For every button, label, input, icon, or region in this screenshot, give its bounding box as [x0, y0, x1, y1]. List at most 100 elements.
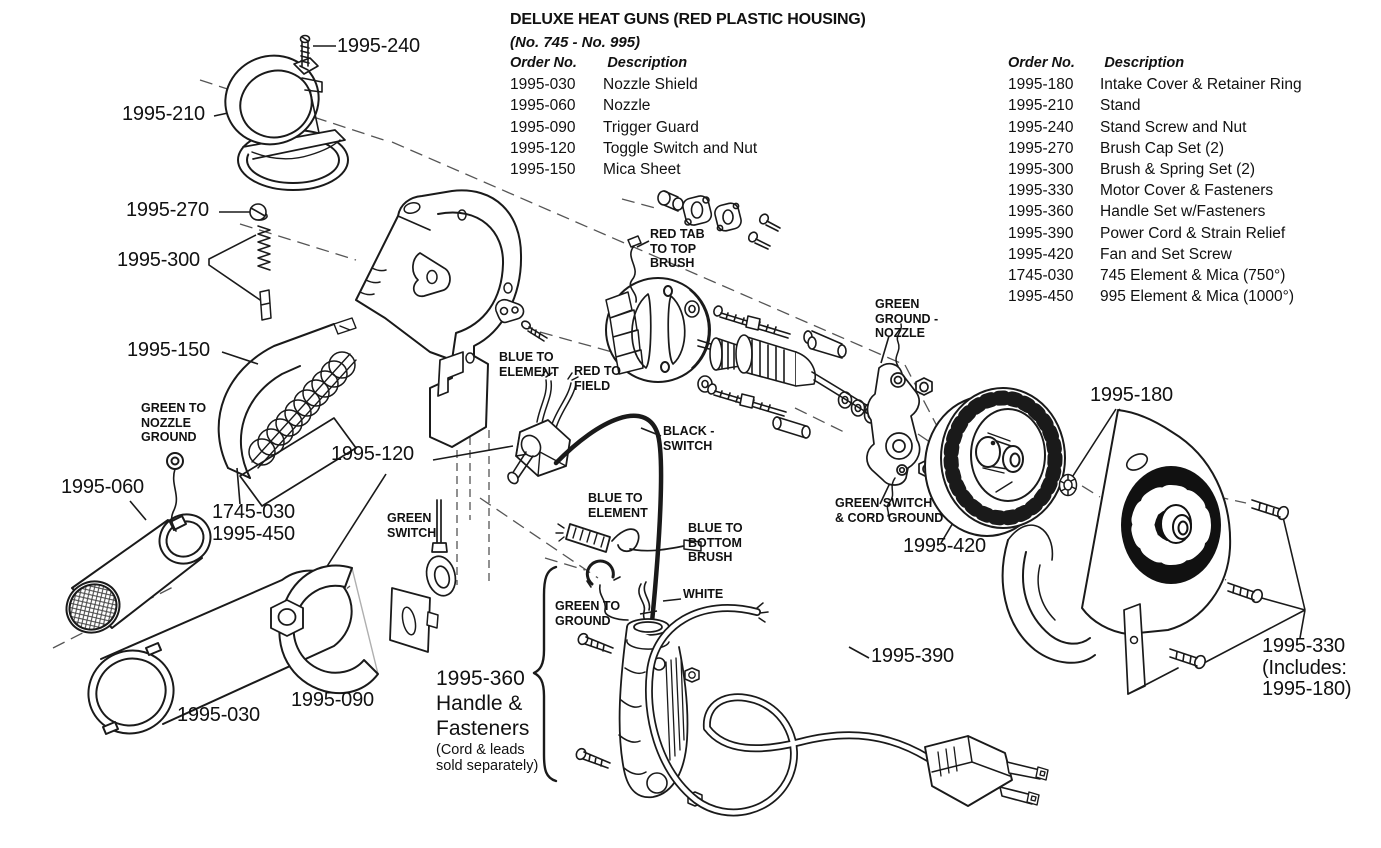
desc-col-header: Description	[607, 55, 688, 71]
page-title: DELUXE HEAT GUNS (RED PLASTIC HOUSING)	[510, 11, 866, 28]
fan-wheel-drawing	[924, 387, 1066, 537]
callout-brush-spring: 1995-300	[117, 249, 200, 271]
order-no: 1995-420	[1008, 245, 1074, 263]
table-row: 1995-240 Stand Screw and Nut	[1008, 117, 1302, 138]
callout-motor-cover: 1995-330 (Includes: 1995-180)	[1262, 635, 1352, 701]
table-row: 1995-450 995 Element & Mica (1000°)	[1008, 286, 1302, 307]
callout-green-nozzle-ground: GREEN TO NOZZLE GROUND	[141, 401, 207, 444]
callout-stand-screw: 1995-240	[337, 35, 420, 57]
order-no: 1995-300	[1008, 161, 1074, 179]
switch-nut-drawing	[270, 599, 304, 637]
callout-green-switch-cord-ground: GREEN SWITCH & CORD GROUND	[835, 496, 944, 525]
handle-drawing	[555, 523, 703, 807]
part-desc: Nozzle Shield	[603, 76, 698, 94]
housing-drawing	[355, 189, 523, 448]
order-no: 1995-060	[510, 97, 576, 115]
order-no: 1995-270	[1008, 139, 1074, 157]
order-no: 1995-090	[510, 118, 576, 136]
order-no: 1995-450	[1008, 288, 1074, 306]
order-col-header: Order No.	[1008, 55, 1075, 71]
table-row: 1995-210 Stand	[1008, 95, 1302, 116]
table-row: 1995-060 Nozzle	[510, 95, 757, 116]
power-cord-drawing	[644, 602, 932, 817]
mica-element-drawing	[217, 317, 357, 507]
cover-screws-drawing	[1169, 499, 1289, 670]
black-wire-drawing	[553, 413, 664, 625]
retainer-ring-drawing	[1058, 473, 1078, 497]
table-header: Order No. Description	[510, 52, 757, 74]
table-row: 1995-360 Handle Set w/Fasteners	[1008, 201, 1302, 222]
callout-handle-set: 1995-360 Handle & Fasteners	[436, 667, 530, 741]
parts-table-left: Order No. Description 1995-030 Nozzle Shi…	[510, 52, 757, 180]
table-row: 1995-090 Trigger Guard	[510, 117, 757, 138]
part-desc: Power Cord & Strain Relief	[1100, 224, 1286, 242]
clamp-screw-drawing	[494, 298, 548, 342]
part-desc: Intake Cover & Retainer Ring	[1100, 76, 1302, 94]
callout-blue-element-lower: BLUE TO ELEMENT	[588, 491, 648, 520]
table-row: 1995-150 Mica Sheet	[510, 159, 757, 180]
brush-spring-drawing	[257, 225, 272, 321]
order-no: 1995-030	[510, 76, 576, 94]
table-row: 1995-420 Fan and Set Screw	[1008, 244, 1302, 265]
callout-green-to-ground: GREEN TO GROUND	[555, 599, 621, 628]
power-plug-drawing	[924, 735, 1049, 807]
part-desc: Nozzle	[603, 97, 651, 115]
callout-nozzle-shield: 1995-030	[177, 704, 260, 726]
bracket-drawing	[866, 323, 936, 517]
handle-set-brace	[532, 565, 558, 783]
part-desc: Stand	[1100, 97, 1141, 115]
order-no: 1745-030	[1008, 267, 1074, 285]
callout-mica-sheet: 1995-150	[127, 339, 210, 361]
part-desc: Toggle Switch and Nut	[603, 139, 758, 157]
table-header: Order No. Description	[1008, 52, 1302, 74]
part-desc: 995 Element & Mica (1000°)	[1100, 288, 1295, 306]
callout-red-field: RED TO FIELD	[574, 364, 621, 393]
part-desc: Trigger Guard	[603, 118, 699, 136]
callout-green-ground-nozzle: GREEN GROUND - NOZZLE	[875, 297, 939, 340]
order-no: 1995-330	[1008, 182, 1074, 200]
order-no: 1995-120	[510, 139, 576, 157]
ring-terminal-drawing	[425, 499, 457, 597]
callout-black-switch: BLACK - SWITCH	[663, 424, 715, 453]
stand-screw-drawing	[299, 34, 311, 67]
callout-green-switch: GREEN SWITCH	[387, 511, 437, 540]
callout-trigger-guard: 1995-090	[291, 689, 374, 711]
callout-element: 1745-030 1995-450	[212, 501, 295, 545]
stand-drawing	[224, 54, 349, 191]
callout-nozzle: 1995-060	[61, 476, 144, 498]
order-no: 1995-390	[1008, 224, 1074, 242]
order-no: 1995-360	[1008, 203, 1074, 221]
part-desc: 745 Element & Mica (750°)	[1100, 267, 1286, 285]
page-subtitle: (No. 745 - No. 995)	[510, 34, 641, 51]
table-row: 1995-390 Power Cord & Strain Relief	[1008, 223, 1302, 244]
brush-holder-parts-drawing	[657, 190, 781, 250]
part-desc: Handle Set w/Fasteners	[1100, 203, 1266, 221]
brush-cap-drawing	[249, 203, 268, 221]
callout-toggle-switch: 1995-120	[331, 443, 414, 465]
nozzle-drawing	[65, 452, 212, 634]
callout-blue-bottom-brush: BLUE TO BOTTOM BRUSH	[688, 521, 743, 564]
callout-intake-cover: 1995-180	[1090, 384, 1173, 406]
order-no: 1995-210	[1008, 97, 1074, 115]
callout-fan: 1995-420	[903, 535, 986, 557]
part-desc: Brush Cap Set (2)	[1100, 139, 1225, 157]
order-no: 1995-240	[1008, 118, 1074, 136]
part-desc: Fan and Set Screw	[1100, 245, 1232, 263]
armature-drawing	[684, 300, 879, 439]
callout-handle-note: (Cord & leads sold separately)	[436, 742, 539, 775]
part-desc: Mica Sheet	[603, 161, 681, 179]
callout-power-cord: 1995-390	[871, 645, 954, 667]
callout-blue-element-upper: BLUE TO ELEMENT	[499, 350, 559, 379]
table-row: 1745-030 745 Element & Mica (750°)	[1008, 265, 1302, 286]
order-no: 1995-150	[510, 161, 576, 179]
desc-col-header: Description	[1104, 55, 1185, 71]
motor-cover-drawing	[1001, 409, 1232, 695]
part-desc: Stand Screw and Nut	[1100, 118, 1247, 136]
table-row: 1995-120 Toggle Switch and Nut	[510, 138, 757, 159]
